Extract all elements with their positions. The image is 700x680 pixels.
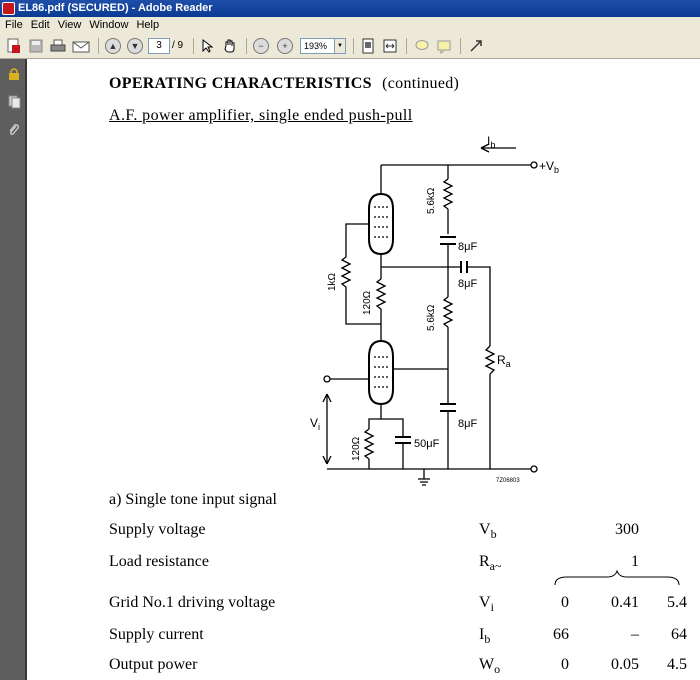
row-value-1: 0 bbox=[561, 656, 569, 673]
title-bar: EL86.pdf (SECURED) - Adobe Reader bbox=[0, 0, 700, 17]
resistor-label-mid: 120Ω bbox=[362, 290, 373, 315]
arrow-up-icon: ▲ bbox=[105, 38, 121, 54]
capacitor-label-cathode: 50μF bbox=[414, 438, 440, 450]
toolbar-divider bbox=[406, 38, 407, 54]
capacitor-label-coupling: 8μF bbox=[458, 278, 477, 290]
page-number-input[interactable]: 3 bbox=[148, 38, 170, 54]
fit-page-icon bbox=[362, 38, 374, 54]
row-label: Supply voltage bbox=[109, 521, 206, 538]
comment-button[interactable] bbox=[412, 37, 432, 55]
row-value-2: 0.41 bbox=[611, 594, 639, 611]
row-label: Grid No.1 driving voltage bbox=[109, 594, 276, 611]
row-symbol: Wo bbox=[479, 656, 501, 676]
menu-file[interactable]: File bbox=[5, 19, 23, 31]
toolbar-divider bbox=[460, 38, 461, 54]
row-symbol: Vb bbox=[479, 521, 497, 541]
attachments-icon[interactable] bbox=[6, 123, 21, 137]
adobe-reader-icon bbox=[2, 2, 15, 15]
row-symbol: Ib bbox=[479, 626, 491, 646]
heading-text: OPERATING CHARACTERISTICS bbox=[109, 75, 372, 92]
row-symbol: Ra~ bbox=[479, 553, 502, 573]
plus-icon: + bbox=[277, 38, 293, 54]
minus-icon: − bbox=[253, 38, 269, 54]
toolbar-divider bbox=[98, 38, 99, 54]
section-title: a) Single tone input signal bbox=[109, 491, 277, 508]
toolbar: ▲ ▼ 3 / 9 − + 193% ▼ bbox=[0, 33, 700, 59]
row-symbol: Vi bbox=[479, 594, 494, 614]
row-value-2: 0.05 bbox=[611, 656, 639, 673]
lock-icon[interactable] bbox=[6, 67, 21, 81]
fit-width-icon bbox=[383, 39, 397, 53]
load-label: Ra bbox=[497, 353, 511, 369]
resistor-label-grid: 1kΩ bbox=[327, 272, 338, 291]
zoom-value: 193% bbox=[304, 41, 328, 51]
drawing-code: 7Z06803 bbox=[496, 478, 520, 484]
fit-width-button[interactable] bbox=[380, 37, 400, 55]
row-value-1: 0 bbox=[561, 594, 569, 611]
toolbar-divider bbox=[353, 38, 354, 54]
current-label: Ib bbox=[487, 134, 495, 150]
fit-page-button[interactable] bbox=[358, 37, 378, 55]
zoom-in-button[interactable]: + bbox=[276, 37, 294, 55]
resistor-label-top: 5.6kΩ bbox=[426, 187, 437, 214]
email-icon[interactable] bbox=[70, 37, 92, 55]
resistor-label-lower: 5.6kΩ bbox=[426, 304, 437, 331]
row-label: Load resistance bbox=[109, 553, 209, 570]
create-pdf-icon[interactable] bbox=[4, 37, 24, 55]
cursor-icon bbox=[202, 38, 214, 53]
markup-button[interactable] bbox=[434, 37, 454, 55]
circuit-schematic: Ib +Vb 5.6kΩ 8μF 8μF 1kΩ 120Ω 5.6kΩ Ra V… bbox=[310, 134, 559, 486]
row-value-3: 5.4 bbox=[667, 594, 687, 611]
hand-tool-button[interactable] bbox=[220, 37, 240, 55]
arrow-down-icon: ▼ bbox=[127, 38, 143, 54]
menu-bar: File Edit View Window Help bbox=[0, 17, 700, 33]
navigation-pane bbox=[0, 59, 27, 680]
menu-help[interactable]: Help bbox=[136, 19, 160, 31]
markup-icon bbox=[437, 40, 451, 54]
column-bracket bbox=[554, 569, 680, 586]
menu-view[interactable]: View bbox=[57, 19, 82, 31]
expand-icon bbox=[470, 40, 482, 52]
toolbar-divider bbox=[246, 38, 247, 54]
comment-icon bbox=[415, 40, 429, 50]
capacitor-label-top: 8μF bbox=[458, 241, 477, 253]
hand-icon bbox=[224, 39, 235, 53]
zoom-select[interactable]: 193% ▼ bbox=[300, 38, 346, 54]
row-value-3: 4.5 bbox=[667, 656, 687, 673]
page-count: / 9 bbox=[172, 40, 184, 51]
zoom-out-button[interactable]: − bbox=[252, 37, 270, 55]
next-page-button[interactable]: ▼ bbox=[126, 37, 144, 55]
menu-edit[interactable]: Edit bbox=[30, 19, 50, 31]
save-icon[interactable] bbox=[26, 37, 46, 55]
pages-icon[interactable] bbox=[6, 95, 21, 109]
row-label: Output power bbox=[109, 656, 198, 673]
expand-button[interactable] bbox=[466, 37, 486, 55]
heading-suffix: (continued) bbox=[382, 75, 460, 92]
row-value-3: 64 bbox=[671, 626, 687, 643]
row-value-2: 300 bbox=[615, 521, 639, 538]
resistor-label-cathode: 120Ω bbox=[351, 436, 362, 461]
row-value-1: 66 bbox=[553, 626, 569, 643]
row-value-2: 1 bbox=[631, 553, 639, 570]
page-heading: OPERATING CHARACTERISTICS (continued) bbox=[109, 75, 459, 93]
input-voltage-label: Vi bbox=[310, 416, 320, 432]
document-page: OPERATING CHARACTERISTICS (continued) A.… bbox=[29, 59, 700, 680]
page-subheading: A.F. power amplifier, single ended push-… bbox=[109, 107, 413, 124]
menu-window[interactable]: Window bbox=[89, 19, 129, 31]
previous-page-button[interactable]: ▲ bbox=[104, 37, 122, 55]
print-icon[interactable] bbox=[48, 37, 68, 55]
toolbar-divider bbox=[193, 38, 194, 54]
capacitor-label-bottom: 8μF bbox=[458, 418, 477, 430]
row-value-2: – bbox=[631, 626, 639, 643]
chevron-down-icon[interactable]: ▼ bbox=[334, 39, 345, 53]
select-tool-button[interactable] bbox=[198, 37, 218, 55]
window-title: EL86.pdf (SECURED) - Adobe Reader bbox=[18, 2, 213, 14]
supply-label: +Vb bbox=[539, 159, 559, 175]
row-label: Supply current bbox=[109, 626, 204, 643]
